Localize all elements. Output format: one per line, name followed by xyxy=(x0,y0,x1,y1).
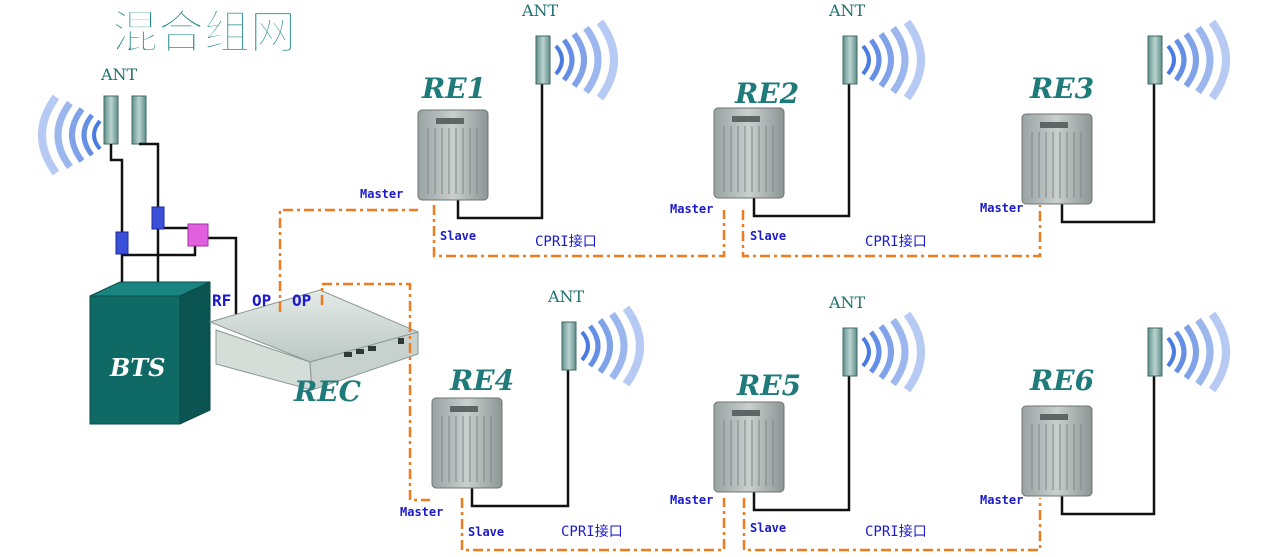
ant-label: ANT xyxy=(521,1,559,20)
combiner-icon xyxy=(187,223,209,247)
rec-op-port-label-2: OP xyxy=(292,291,311,310)
radiation-waves xyxy=(863,314,921,390)
rec-rf-port-label: RF xyxy=(212,291,231,310)
feeder-cable xyxy=(1060,376,1156,516)
cpri-label: CPRI接口 xyxy=(865,233,927,250)
master-port-label: Master xyxy=(670,202,713,216)
bts-radiation-waves xyxy=(42,97,100,173)
re-label: RE1 xyxy=(421,72,486,105)
feeder-cable xyxy=(752,376,851,512)
master-port-label: Master xyxy=(400,505,443,519)
feeder-cable xyxy=(752,84,851,218)
ant-label: ANT xyxy=(828,293,866,312)
re-badge xyxy=(732,116,760,122)
antenna-icon xyxy=(561,321,577,371)
bts-antenna-2 xyxy=(131,95,147,145)
slave-port-label: Slave xyxy=(468,525,504,539)
rec-label: REC xyxy=(293,375,362,408)
master-port-label: Master xyxy=(980,201,1023,215)
re-badge xyxy=(1040,414,1068,420)
radiation-waves xyxy=(556,22,614,98)
radiation-waves-shape xyxy=(1168,22,1226,98)
re-badge xyxy=(732,410,760,416)
master-port-label: Master xyxy=(360,187,403,201)
radiation-waves xyxy=(863,22,921,98)
bts-antenna-1 xyxy=(103,95,119,145)
radiation-waves xyxy=(582,308,640,384)
bts-ant-label: ANT xyxy=(100,65,138,84)
antenna-icon xyxy=(1147,327,1163,377)
coupler-icon xyxy=(115,231,129,255)
radiation-waves-shape xyxy=(863,22,921,98)
rec-op-port-label-1: OP xyxy=(252,291,271,310)
master-port-label: Master xyxy=(670,493,713,507)
cpri-label: CPRI接口 xyxy=(865,523,927,540)
feeder-cable xyxy=(1060,84,1156,224)
bts-label: BTS xyxy=(109,353,165,382)
radiation-waves-shape xyxy=(582,308,640,384)
slave-port-label: Slave xyxy=(750,521,786,535)
radiation-waves-shape xyxy=(1168,314,1226,390)
page-title: 混合组网 xyxy=(112,5,296,59)
ant-label: ANT xyxy=(828,1,866,20)
feeder-cable xyxy=(456,84,544,220)
re-badge xyxy=(436,118,464,124)
antenna-icon xyxy=(842,35,858,85)
radiation-waves xyxy=(1168,22,1226,98)
radiation-waves xyxy=(1168,314,1226,390)
fiber-links xyxy=(278,205,1042,552)
antenna-icon xyxy=(842,327,858,377)
re-badge xyxy=(450,406,478,412)
slave-port-label: Slave xyxy=(440,229,476,243)
re-label: RE2 xyxy=(734,77,799,110)
re-label: RE3 xyxy=(1029,72,1094,105)
re-label: RE5 xyxy=(736,369,801,402)
re-label: RE4 xyxy=(449,364,514,397)
coupler-icon xyxy=(151,206,165,230)
rec-unit xyxy=(208,289,420,391)
feeder-cable xyxy=(470,370,570,508)
cpri-label: CPRI接口 xyxy=(561,523,623,540)
master-port-label: Master xyxy=(980,493,1023,507)
bts-cabinet xyxy=(89,281,211,425)
cpri-label: CPRI接口 xyxy=(535,233,597,250)
re-badge xyxy=(1040,122,1068,128)
radiation-waves-shape xyxy=(556,22,614,98)
radiation-waves-shape xyxy=(863,314,921,390)
ant-label: ANT xyxy=(547,287,585,306)
antenna-icon xyxy=(535,35,551,85)
antenna-icon xyxy=(1147,35,1163,85)
slave-port-label: Slave xyxy=(750,229,786,243)
re-label: RE6 xyxy=(1029,364,1094,397)
